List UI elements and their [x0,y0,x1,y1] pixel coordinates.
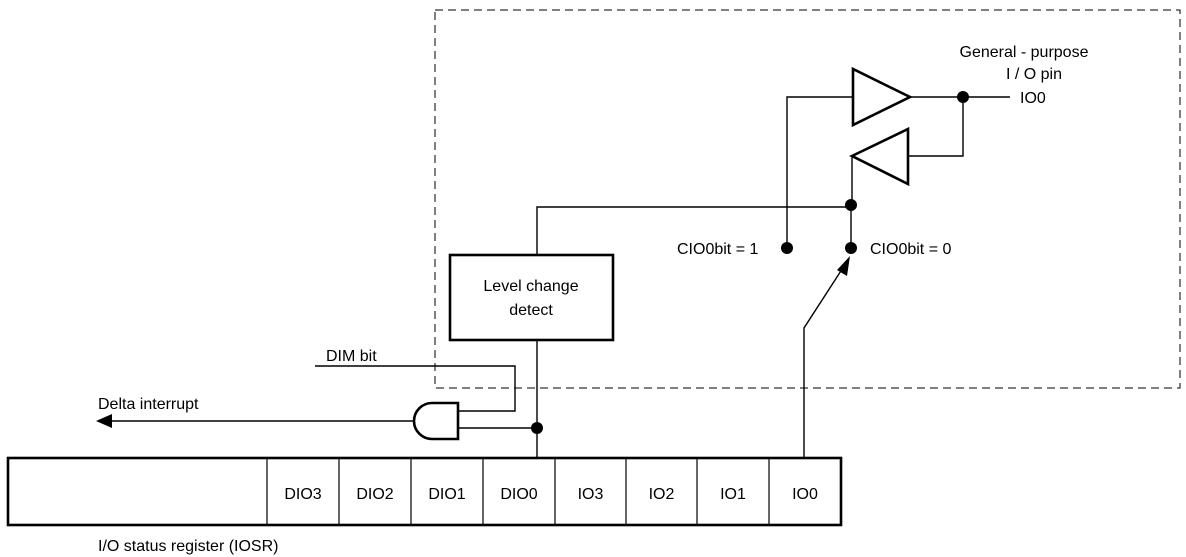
register-cell-dio2: DIO2 [356,486,393,503]
register-cell-io3: IO3 [578,486,604,503]
register-cell-io1: IO1 [720,486,746,503]
cio1-contact-dot [781,242,793,254]
and-gate [412,401,460,441]
switch-arrowhead [837,256,850,276]
pin-name-label: IO0 [1020,90,1046,107]
detector-label-line2: detect [509,302,553,319]
delta-interrupt-label: Delta interrupt [98,396,199,413]
register-cell-io2: IO2 [649,486,675,503]
switch-arm [803,259,849,458]
dim-bit-label: DIM bit [326,348,377,365]
register-cell-dio1: DIO1 [428,486,465,503]
cio0-label: CIO0bit = 0 [870,241,951,258]
wire-pin-to-input-buffer [908,97,964,157]
register-cell-dio3: DIO3 [284,486,321,503]
cio0-contact-dot [845,242,857,254]
pin-title-line1: General - purpose [960,44,1089,61]
register-cell-io0: IO0 [792,486,818,503]
delta-interrupt-arrowhead [96,414,112,428]
register-cell-dio0: DIO0 [500,486,537,503]
wire-node-to-detector [536,206,851,255]
pin-junction-dot [957,91,969,103]
level-change-detect-box [448,253,615,342]
iosr-register-box [6,456,843,527]
wire-cio1-to-output-buffer [786,96,853,248]
buffer-junction-dot [845,199,857,211]
wire-dim-bit [315,365,516,412]
register-caption: I/O status register (IOSR) [98,538,278,555]
io-pin-boundary [434,9,1181,389]
detector-label-line1: Level change [483,278,578,295]
cio1-label: CIO0bit = 1 [677,241,758,258]
input-buffer [849,126,910,187]
pin-title-line2: I / O pin [1006,66,1062,83]
output-buffer [851,66,913,128]
